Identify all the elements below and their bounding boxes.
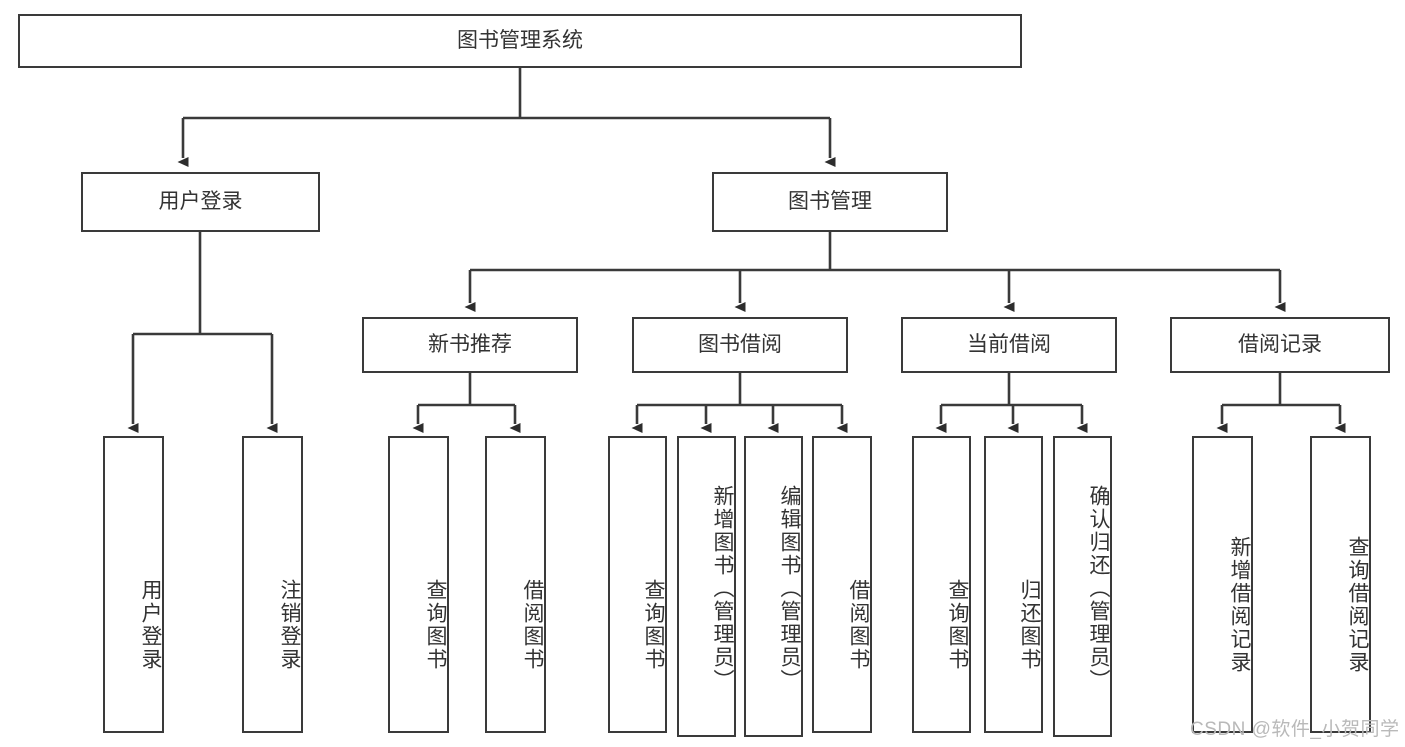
node-leaf-logout[interactable]: 注销登录 — [242, 436, 303, 733]
node-book-management-label: 图书管理 — [788, 190, 872, 214]
node-root[interactable]: 图书管理系统 — [18, 14, 1022, 68]
node-leaf-user-login-label: 用户登录 — [139, 578, 162, 671]
node-user-login-label: 用户登录 — [158, 190, 243, 214]
node-user-login[interactable]: 用户登录 — [81, 172, 320, 232]
node-leaf-add-book-label: 新增图书（管理员） — [711, 485, 734, 692]
node-borrow-record[interactable]: 借阅记录 — [1170, 317, 1390, 373]
node-book-management[interactable]: 图书管理 — [712, 172, 948, 232]
node-leaf-edit-book-label: 编辑图书（管理员） — [778, 485, 801, 692]
node-leaf-borrow-book-2[interactable]: 借阅图书 — [812, 436, 872, 733]
node-leaf-borrow-book-1[interactable]: 借阅图书 — [485, 436, 546, 733]
node-leaf-logout-label: 注销登录 — [278, 578, 301, 671]
node-leaf-edit-book[interactable]: 编辑图书（管理员） — [744, 436, 803, 737]
node-leaf-query-record-label: 查询借阅记录 — [1346, 535, 1369, 674]
node-leaf-add-book[interactable]: 新增图书（管理员） — [677, 436, 736, 737]
node-current-borrow[interactable]: 当前借阅 — [901, 317, 1117, 373]
watermark: CSDN @软件_小贺同学 — [1190, 719, 1400, 740]
node-leaf-add-record[interactable]: 新增借阅记录 — [1192, 436, 1253, 733]
node-leaf-add-record-label: 新增借阅记录 — [1228, 535, 1251, 674]
node-leaf-query-book-2-label: 查询图书 — [642, 578, 665, 671]
node-current-borrow-label: 当前借阅 — [967, 333, 1051, 357]
node-leaf-confirm-return[interactable]: 确认归还（管理员） — [1053, 436, 1112, 737]
node-book-borrow[interactable]: 图书借阅 — [632, 317, 848, 373]
node-leaf-query-book-2[interactable]: 查询图书 — [608, 436, 667, 733]
node-leaf-query-record[interactable]: 查询借阅记录 — [1310, 436, 1371, 733]
node-new-book-recommend[interactable]: 新书推荐 — [362, 317, 578, 373]
node-leaf-query-book-3[interactable]: 查询图书 — [912, 436, 971, 733]
node-book-borrow-label: 图书借阅 — [698, 333, 782, 357]
node-leaf-return-book[interactable]: 归还图书 — [984, 436, 1043, 733]
node-borrow-record-label: 借阅记录 — [1238, 333, 1322, 357]
node-leaf-user-login[interactable]: 用户登录 — [103, 436, 164, 733]
node-new-book-recommend-label: 新书推荐 — [428, 333, 512, 357]
node-leaf-confirm-return-label: 确认归还（管理员） — [1087, 485, 1110, 692]
node-leaf-query-book-3-label: 查询图书 — [946, 578, 969, 671]
node-leaf-query-book-1-label: 查询图书 — [424, 578, 447, 671]
node-leaf-borrow-book-1-label: 借阅图书 — [521, 578, 544, 671]
node-leaf-query-book-1[interactable]: 查询图书 — [388, 436, 449, 733]
node-root-label: 图书管理系统 — [457, 29, 583, 53]
node-leaf-return-book-label: 归还图书 — [1018, 578, 1041, 671]
node-leaf-borrow-book-2-label: 借阅图书 — [847, 578, 870, 671]
